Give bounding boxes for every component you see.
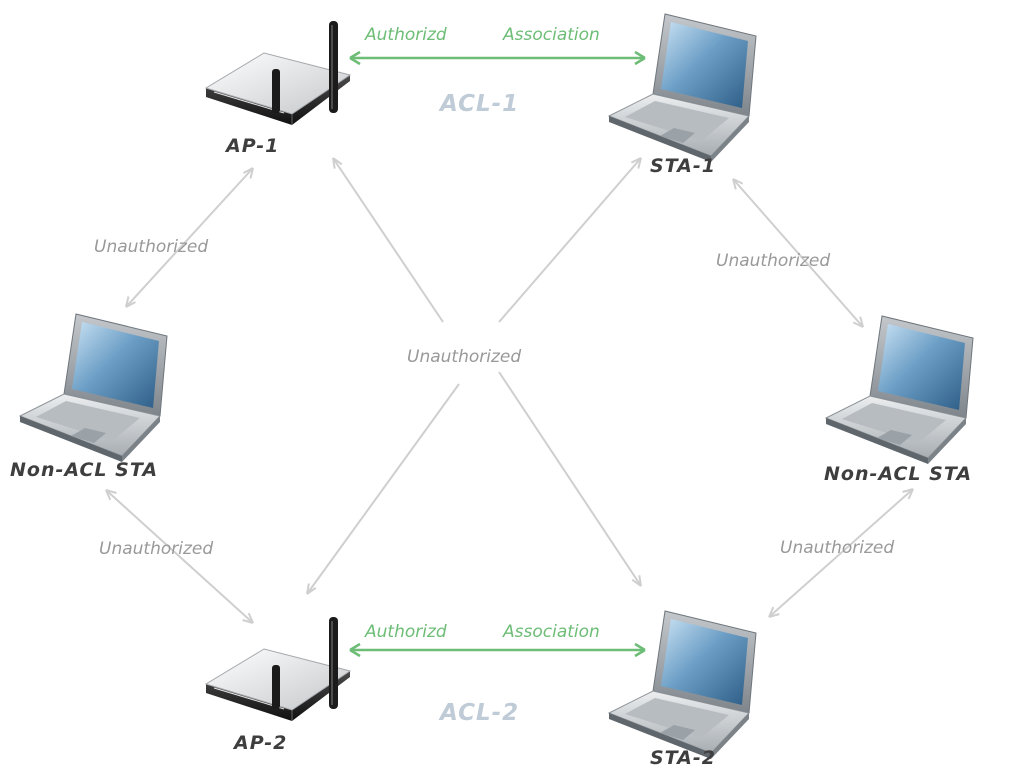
acl2-label: ACL-2 (440, 700, 520, 726)
edge-nonacl-right-sta2 (768, 488, 914, 618)
acl1-label: ACL-1 (440, 91, 520, 117)
edge-cross-ap1-sta2 (332, 157, 642, 587)
non-acl-left-label: Non-ACL STA (10, 459, 159, 481)
ap2-router-icon (204, 617, 352, 721)
sta2-label: STA-2 (650, 747, 716, 769)
green-edges (349, 50, 646, 658)
non-acl-right-laptop-icon (824, 315, 974, 464)
ap2-label: AP-2 (234, 732, 288, 754)
edge-cross-sta1-ap2 (306, 157, 642, 595)
edge-nonacl-left-ap2 (105, 489, 254, 624)
unauthorized-label-sta1-nonacl: Unauthorized (716, 251, 831, 271)
gray-edges (105, 157, 914, 624)
edge-sta1-nonacl-right (732, 178, 864, 328)
authorized-label-top: Authorizd (365, 25, 447, 45)
edge-ap2-sta2 (349, 642, 646, 658)
non-acl-right-label: Non-ACL STA (824, 463, 973, 485)
sta1-laptop-icon (607, 13, 757, 162)
sta1-label: STA-1 (650, 155, 716, 177)
non-acl-left-laptop-icon (18, 313, 168, 462)
unauthorized-label-nonacl-ap2: Unauthorized (99, 539, 214, 559)
association-label-bottom: Association (503, 622, 600, 642)
edge-ap1-sta1 (349, 50, 646, 66)
edge-ap1-nonacl-left (125, 167, 254, 308)
authorized-label-bottom: Authorizd (365, 622, 447, 642)
association-label-top: Association (503, 25, 600, 45)
sta2-laptop-icon (607, 610, 757, 759)
ap1-label: AP-1 (226, 135, 280, 157)
unauthorized-label-ap1-nonacl: Unauthorized (94, 237, 209, 257)
ap1-router-icon (204, 21, 352, 125)
unauthorized-label-cross: Unauthorized (407, 347, 522, 367)
unauthorized-label-nonacl-sta2: Unauthorized (780, 538, 895, 558)
